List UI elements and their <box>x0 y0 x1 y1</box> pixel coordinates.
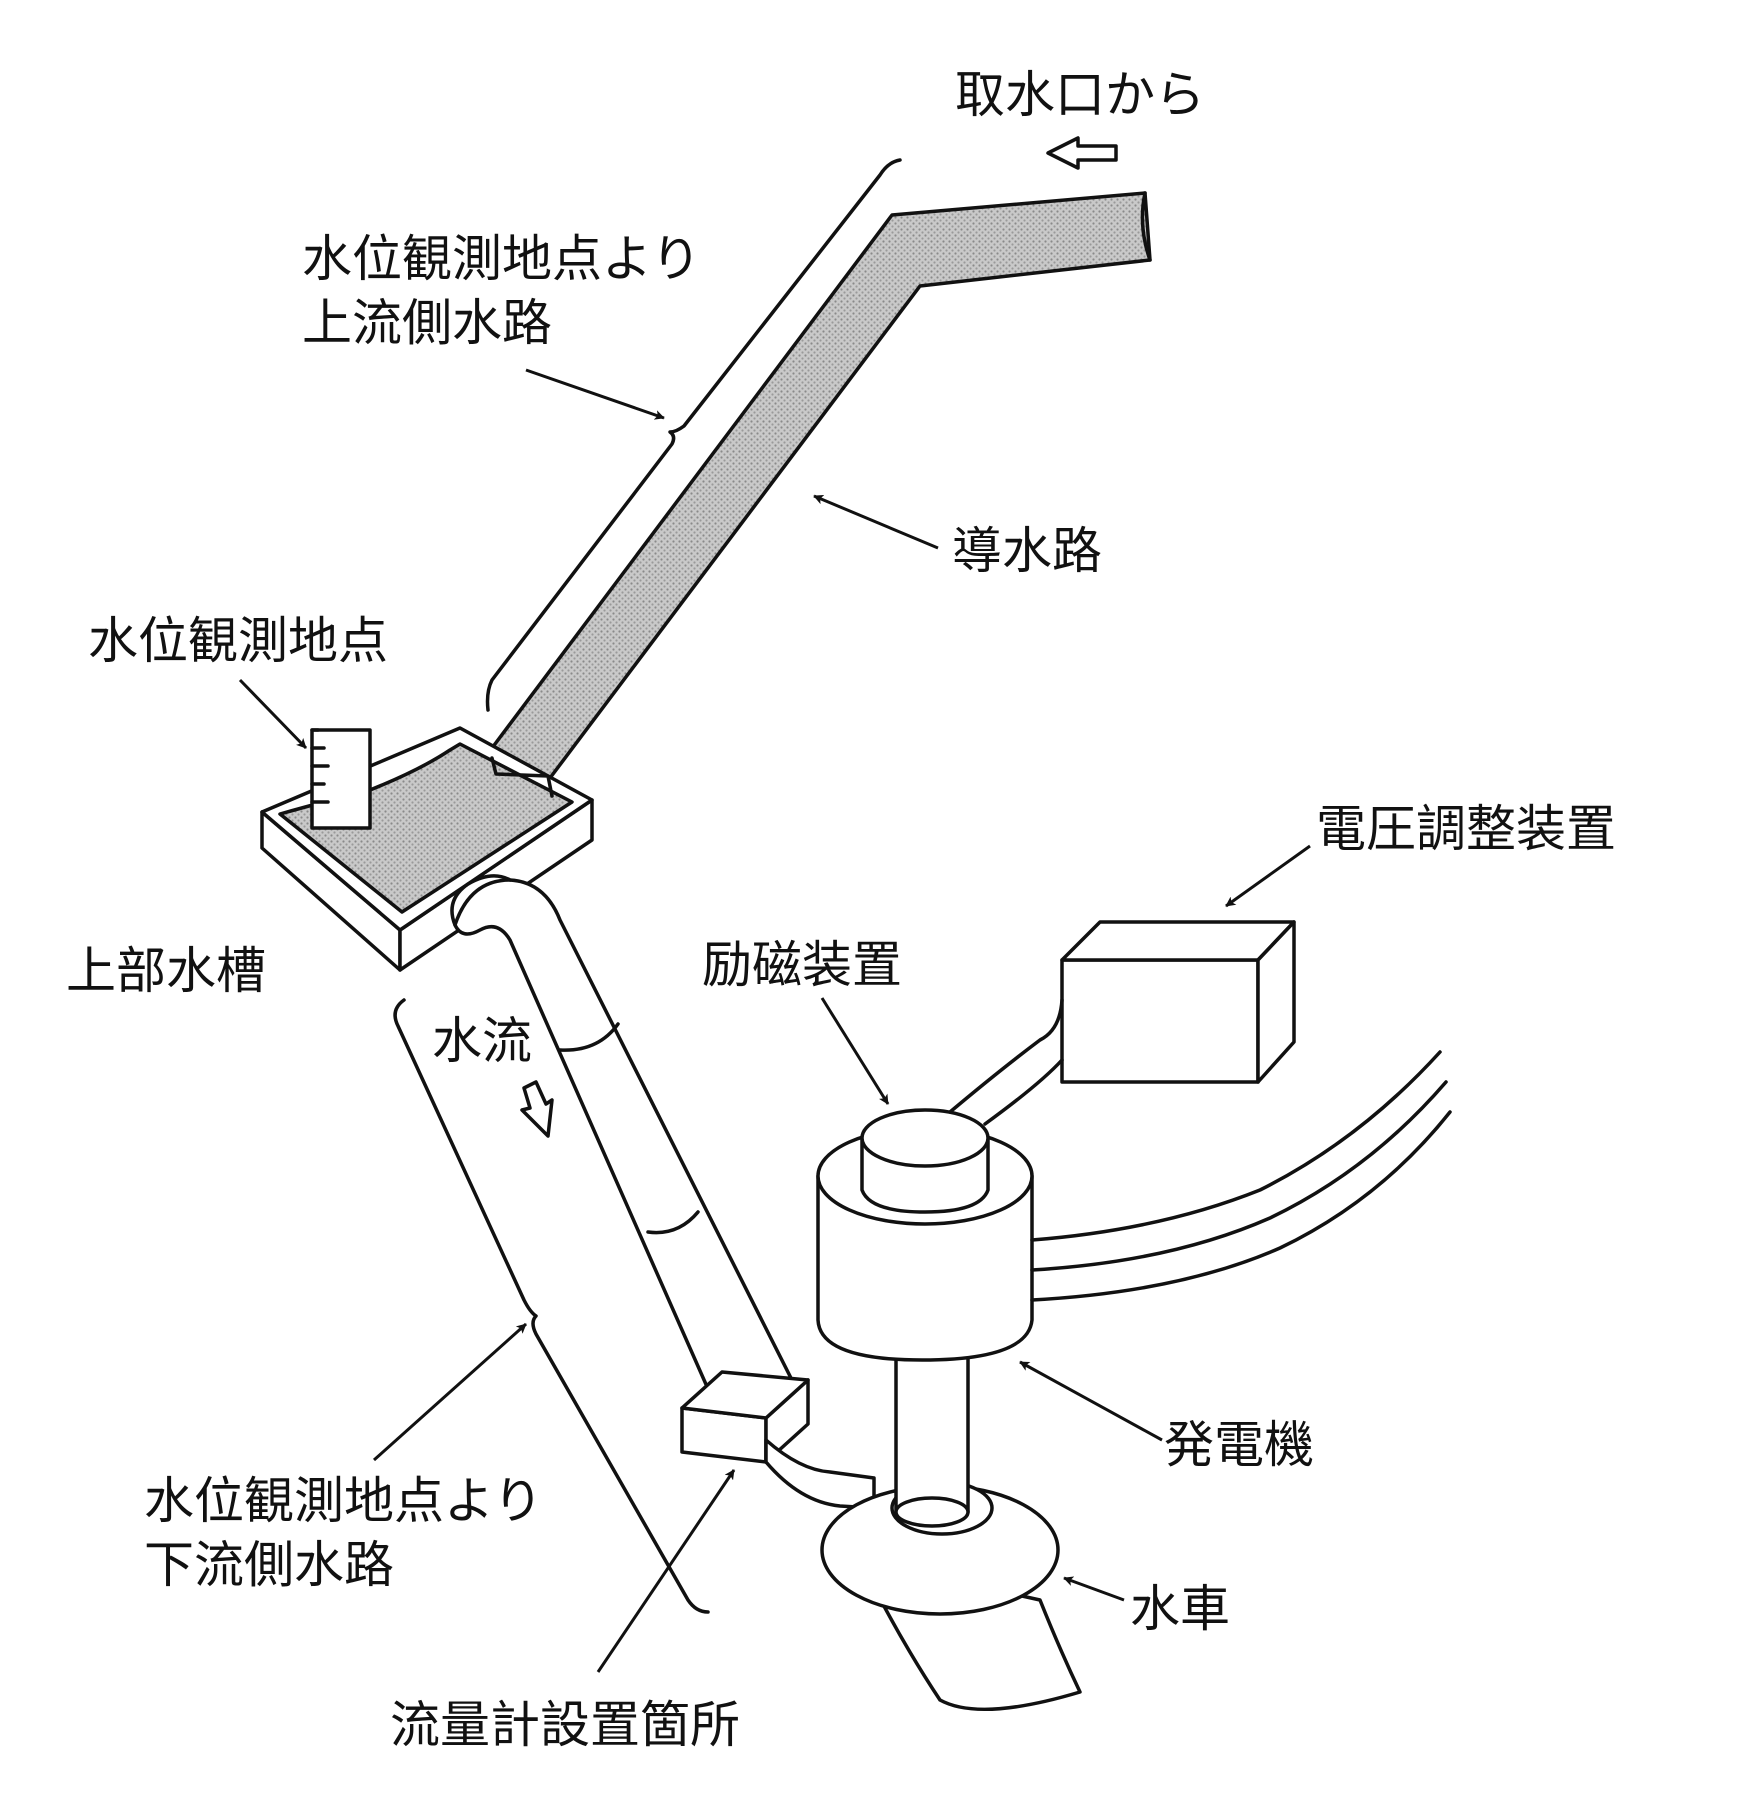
pipe-to-turbine <box>766 1440 874 1508</box>
headrace-label: 導水路 <box>952 522 1102 580</box>
intake-flow-arrow <box>1048 138 1116 168</box>
head-tank-label: 上部水槽 <box>66 942 266 1000</box>
exciter-wiring <box>950 1000 1062 1124</box>
leader-upstream-channel <box>526 370 664 418</box>
generator-shaft <box>896 1340 968 1526</box>
voltage-regulator-label: 電圧調整装置 <box>1316 800 1616 858</box>
exciter-label: 励磁装置 <box>702 936 902 994</box>
turbine-label: 水車 <box>1130 1580 1230 1638</box>
output-cables <box>1032 1052 1450 1300</box>
water-flow-arrow <box>522 1082 552 1136</box>
leader-turbine <box>1064 1578 1124 1600</box>
upstream-channel-label-line1: 水位観測地点より <box>302 230 701 288</box>
flowmeter-box <box>682 1372 808 1462</box>
intake-label: 取水口から <box>955 66 1205 124</box>
generator-label: 発電機 <box>1164 1416 1314 1474</box>
leader-exciter <box>822 998 888 1104</box>
voltage-regulator-box <box>1062 922 1294 1082</box>
downstream-channel-label-line1: 水位観測地点より <box>144 1472 543 1530</box>
upstream-channel-label-line2: 上流側水路 <box>302 294 552 352</box>
leader-flowmeter <box>598 1470 734 1672</box>
downstream-channel-label-line2: 下流側水路 <box>144 1536 394 1594</box>
water-level-gauge <box>312 730 370 828</box>
water-flow-label: 水流 <box>432 1012 532 1070</box>
exciter <box>862 1110 988 1212</box>
flowmeter-location-label: 流量計設置箇所 <box>390 1696 740 1754</box>
leader-generator <box>1020 1362 1162 1440</box>
leader-downstream-channel <box>374 1324 526 1460</box>
leader-water-level-point <box>240 680 306 748</box>
leader-voltage-regulator <box>1226 846 1310 906</box>
water-level-point-label: 水位観測地点 <box>88 612 388 670</box>
leader-headrace <box>814 496 938 548</box>
